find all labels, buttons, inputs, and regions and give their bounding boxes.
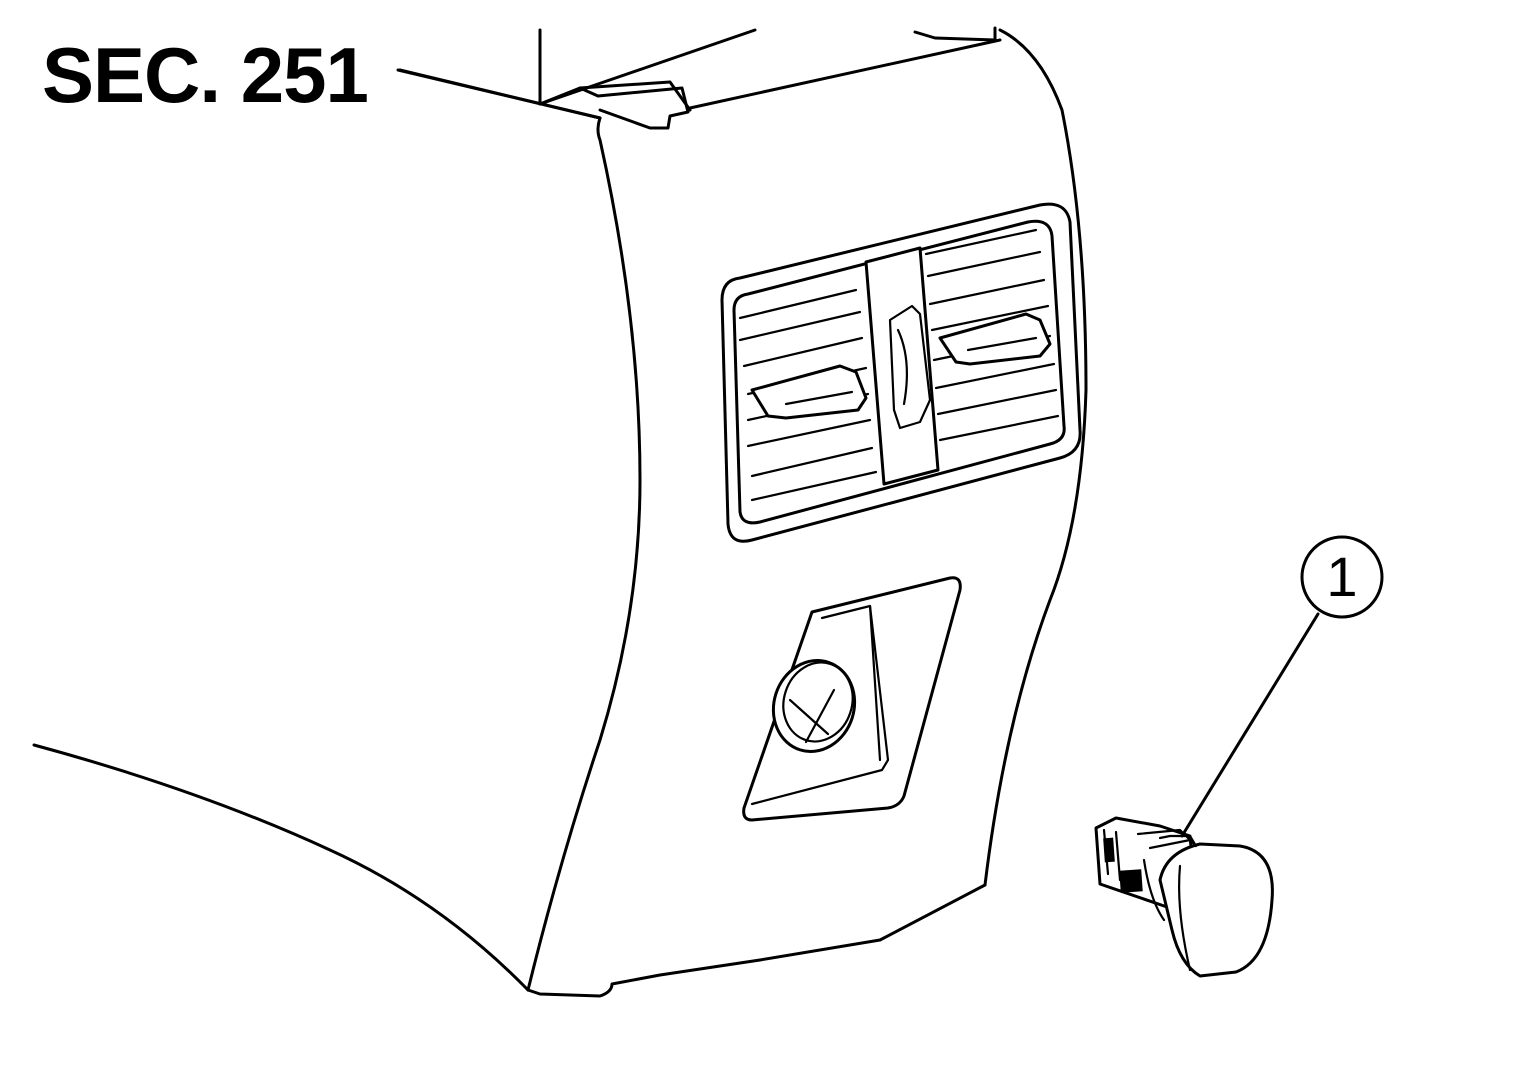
accessory-socket-recess	[742, 576, 962, 822]
callout-circle	[1300, 535, 1384, 619]
callout-number: 1	[1326, 545, 1358, 608]
section-label: SEC. 251	[42, 31, 369, 119]
callout-leader-line	[1180, 612, 1320, 838]
console-body	[32, 26, 1088, 998]
rear-air-vent	[720, 202, 1082, 543]
power-socket-component	[1094, 816, 1274, 978]
section-leader-line	[396, 68, 602, 120]
